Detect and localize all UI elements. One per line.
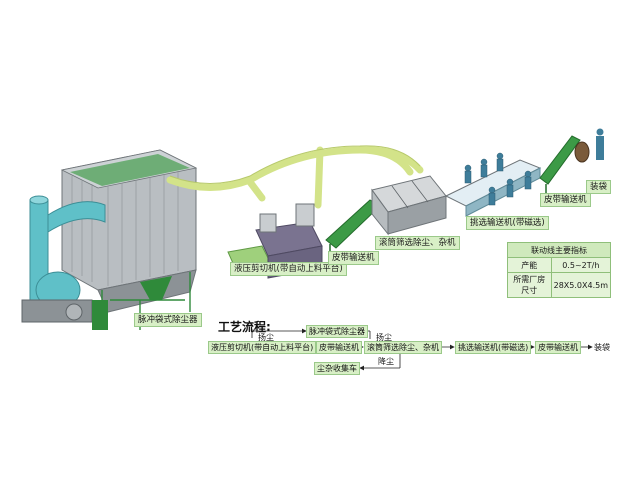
flow-label-drop-dust: 降尘 [378,357,394,366]
flow-step-6: 装袋 [594,343,610,352]
flow-title: 工艺流程: [218,320,271,334]
pulse-dust-collector-graphic [60,149,198,330]
flow-step-2: 皮带输送机 [316,341,362,354]
label-pulse-dust-collector: 脉冲袋式除尘器 [134,313,202,327]
dust-pipes-graphic [166,146,424,209]
flow-dust-cart: 尘杂收集车 [314,362,360,375]
label-belt-conveyor-1: 皮带输送机 [328,251,379,265]
flow-label-raise-dust-left: 扬尘 [258,333,274,342]
label-bagging: 装袋 [586,180,612,194]
flow-dust-collector: 脉冲袋式除尘器 [306,325,368,338]
flow-step-4: 挑选输送机(带磁选) [455,341,532,354]
spec-name: 所需厂房尺寸 [507,272,552,298]
label-hydraulic-shear: 液压剪切机(带自动上料平台) [230,262,347,276]
label-drum-screen: 滚筒筛选除尘、杂机 [375,236,460,250]
spec-value: 28X5.0X4.5m [550,272,612,298]
flow-step-1: 液压剪切机(带自动上料平台) [208,341,317,354]
label-belt-conveyor-2: 皮带输送机 [540,193,591,207]
bagging-graphic [574,128,604,163]
flow-step-3: 滚筒筛选除尘、杂机 [364,341,442,354]
flow-label-raise-dust-right: 扬尘 [376,333,392,342]
spec-table: 联动线主要指标 产能 0.5~2T/h 所需厂房尺寸 28X5.0X4.5m [507,242,612,298]
spec-row: 所需厂房尺寸 28X5.0X4.5m [507,272,612,298]
sorting-conveyor-graphic [444,152,542,217]
fan-ducting-graphic [21,195,108,330]
label-sorting-conveyor: 挑选输送机(带磁选) [466,216,549,230]
flow-step-5: 皮带输送机 [535,341,581,354]
